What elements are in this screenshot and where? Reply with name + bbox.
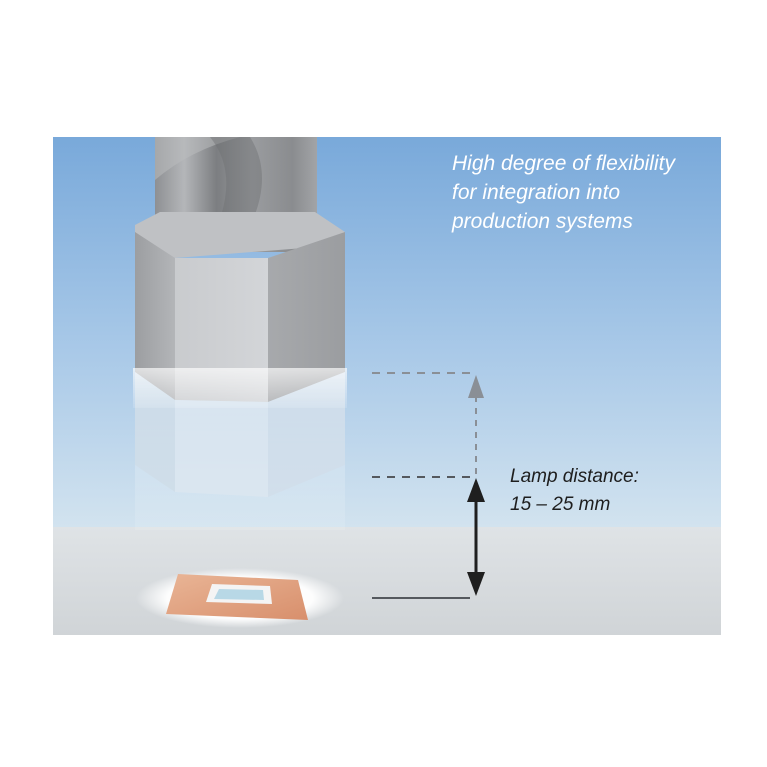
floor-surface	[53, 527, 721, 635]
substrate-sample	[166, 574, 308, 620]
distance-label-title: Lamp distance:	[510, 466, 639, 487]
lamp-head-hexagon	[135, 212, 345, 402]
lamp-reflection	[133, 368, 347, 497]
caption-line-3: production systems	[452, 210, 633, 233]
caption-line-1: High degree of flexibility	[452, 152, 675, 175]
faded-range-arrow	[468, 375, 484, 478]
distance-label-value: 15 – 25 mm	[510, 494, 611, 515]
lamp-distance-arrow	[467, 478, 485, 596]
caption-line-2: for integration into	[452, 181, 621, 204]
